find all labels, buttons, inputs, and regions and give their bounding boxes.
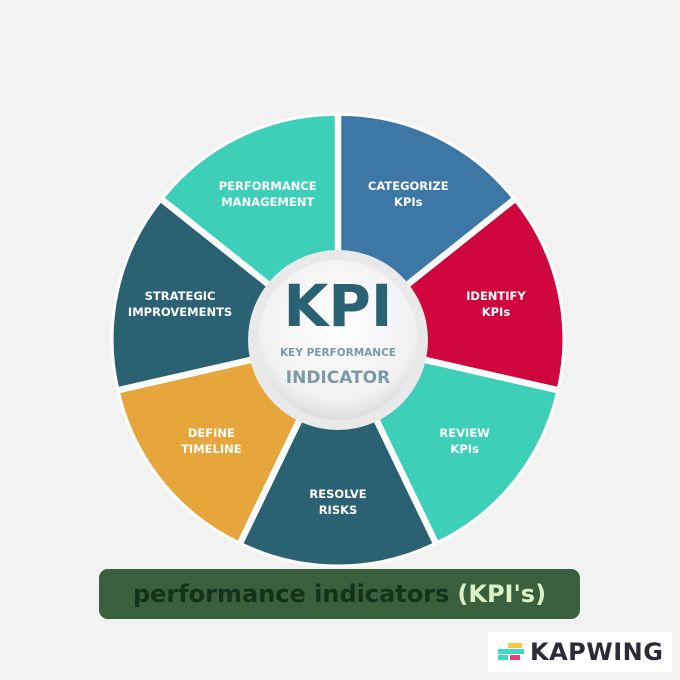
caption-accent: (KPI's) — [457, 580, 547, 608]
segment-strategic-improvements: STRATEGIC IMPROVEMENTS — [110, 198, 274, 391]
segment-label: TIMELINE — [181, 442, 242, 456]
center-circle — [258, 260, 418, 420]
segment-label: KPIs — [482, 305, 511, 319]
kapwing-logo: KAPWING — [488, 632, 672, 672]
segment-label: KPIs — [450, 442, 479, 456]
segment-label: IMPROVEMENTS — [128, 305, 232, 319]
segment-label: DEFINE — [188, 426, 235, 440]
segment-label: MANAGEMENT — [221, 195, 314, 209]
caption-banner: performance indicators (KPI's) — [99, 569, 580, 619]
segment-label: KPIs — [394, 195, 423, 209]
kapwing-logo-text: KAPWING — [530, 638, 664, 666]
segment-label: PERFORMANCE — [219, 179, 317, 193]
segment-label: STRATEGIC — [145, 289, 216, 303]
segment-label: REVIEW — [439, 426, 490, 440]
segment-label: IDENTIFY — [466, 289, 526, 303]
kapwing-logo-icon — [498, 643, 524, 661]
segment-label: RISKS — [319, 503, 358, 517]
caption-main: performance indicators — [132, 580, 450, 608]
center-subtitle-2: INDICATOR — [286, 368, 390, 388]
segment-label: RESOLVE — [309, 487, 366, 501]
segment-label: CATEGORIZE — [368, 179, 449, 193]
center-subtitle-1: KEY PERFORMANCE — [280, 347, 396, 359]
center-title: KPI — [283, 272, 392, 340]
segment-resolve-risks: RESOLVE RISKS — [239, 414, 437, 568]
